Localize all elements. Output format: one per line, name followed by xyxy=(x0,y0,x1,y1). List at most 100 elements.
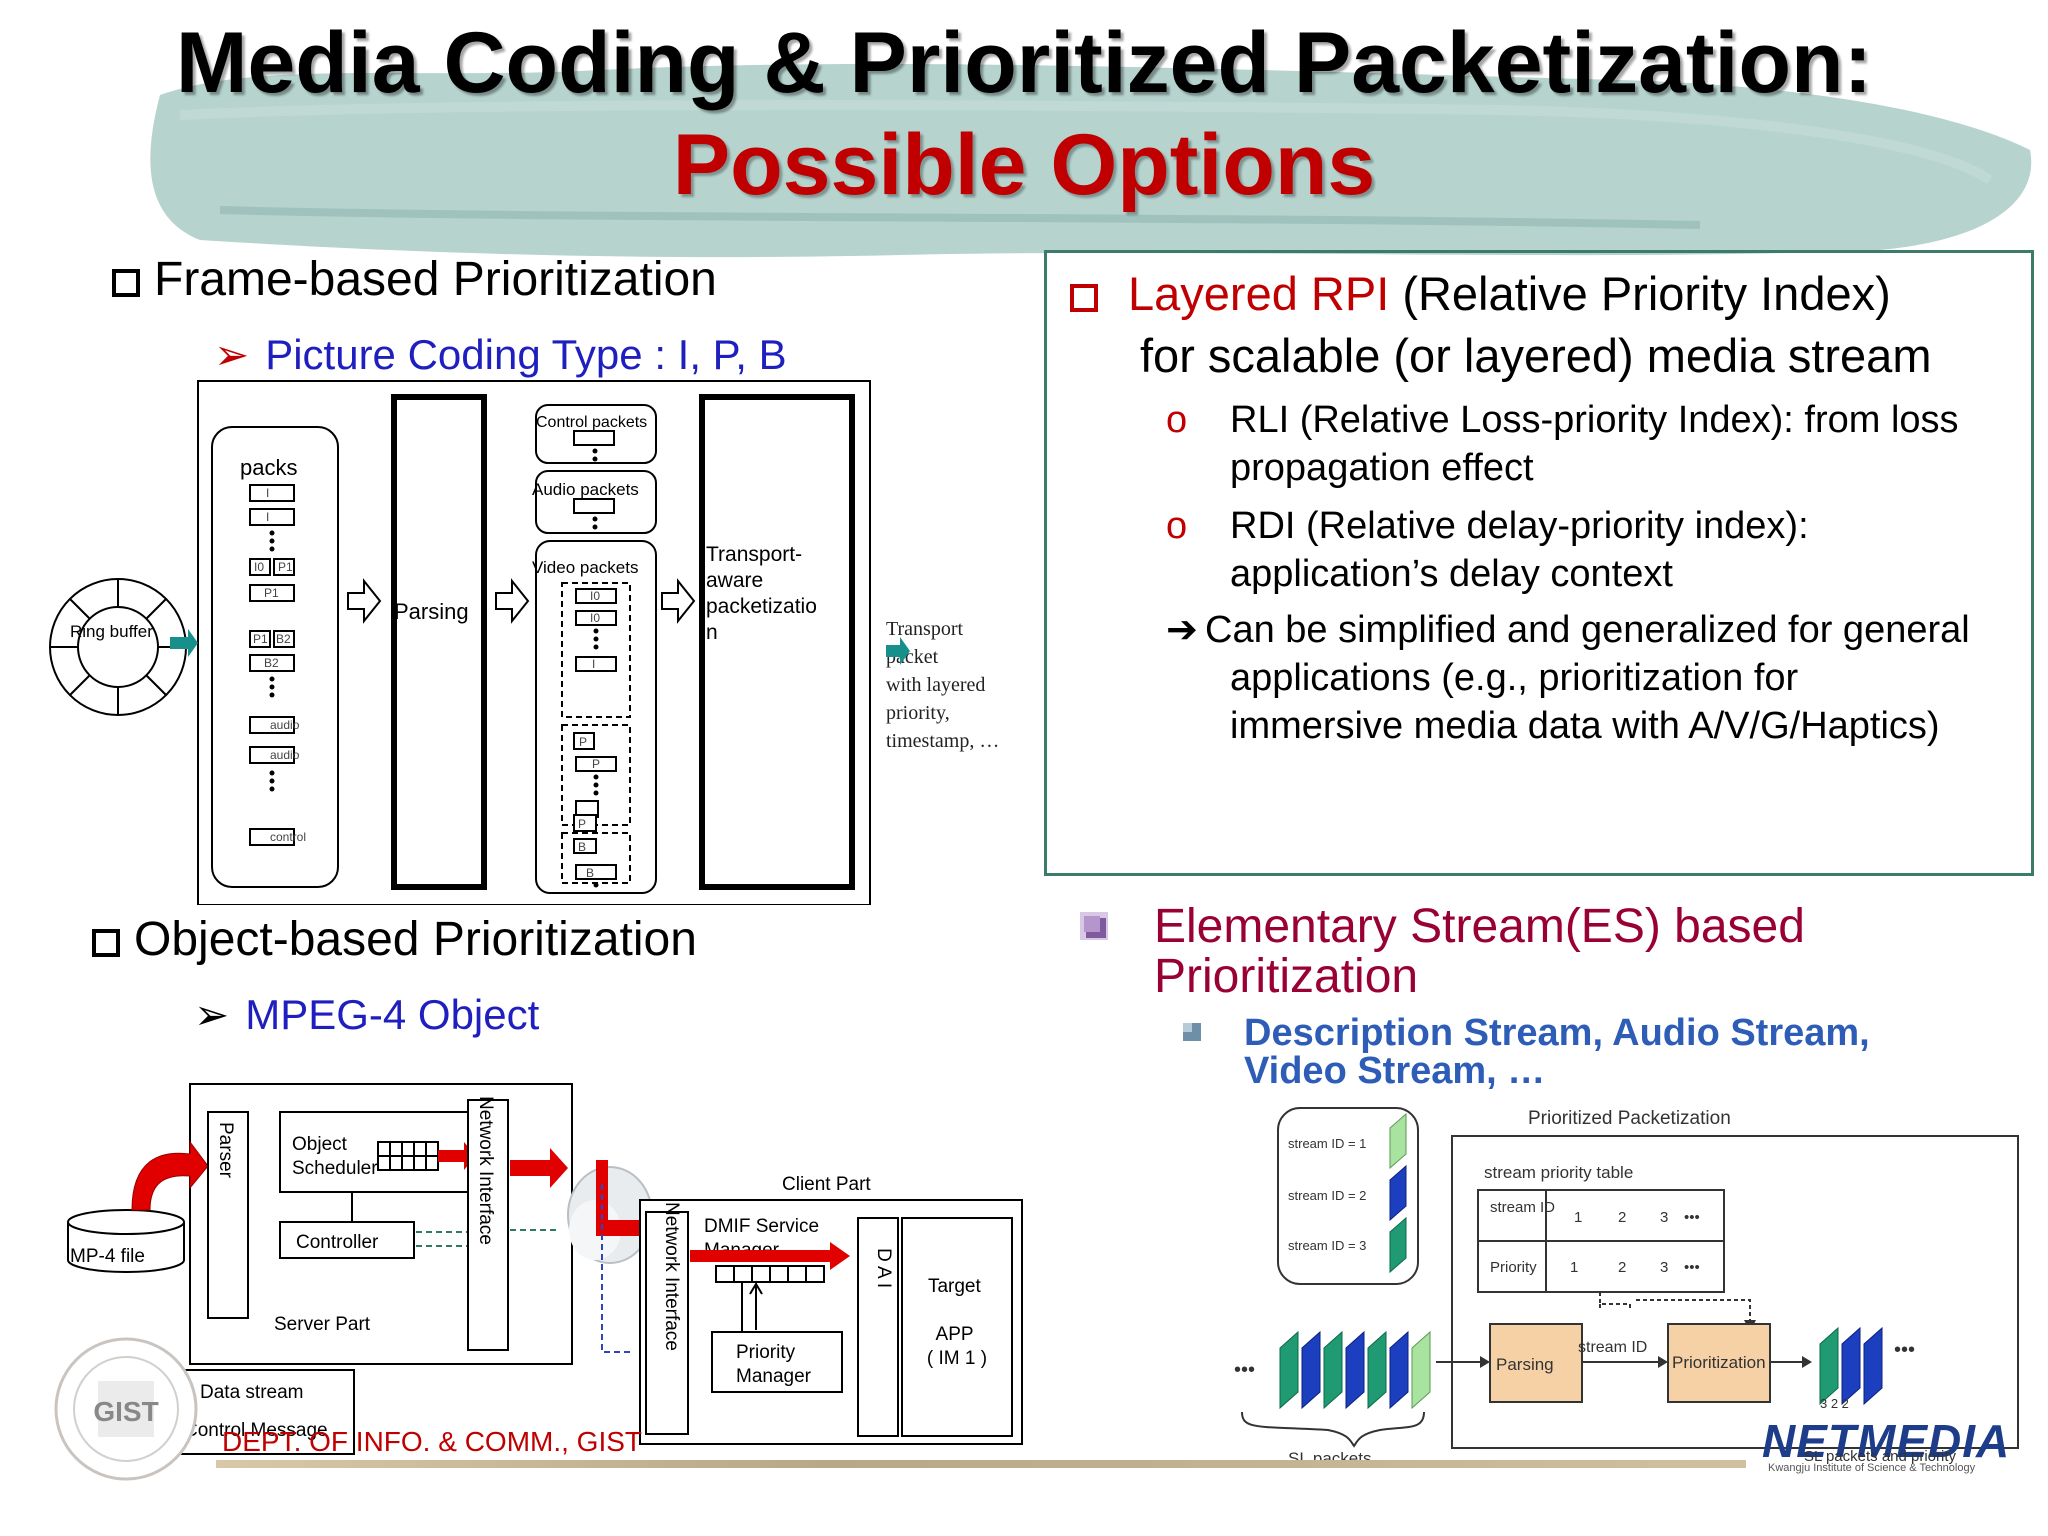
ring-buffer-icon xyxy=(49,578,187,716)
seal-letters: GIST xyxy=(93,1396,158,1427)
object-scheduler-label: Object Scheduler xyxy=(292,1134,378,1179)
svg-text:•••: ••• xyxy=(1684,1259,1700,1276)
svg-text:I: I xyxy=(266,510,269,524)
frame-based-heading: Frame-based Prioritization xyxy=(112,252,717,307)
es-heading-line2: Prioritization xyxy=(1154,950,1419,1003)
square-bullet-icon xyxy=(112,269,140,297)
hollow-arrow-icon xyxy=(495,578,530,624)
simplified-line3: immersive media data with A/V/G/Haptics) xyxy=(1230,705,1940,747)
es-heading-line1: Elementary Stream(ES) based xyxy=(1154,900,1805,953)
svg-text:3: 3 xyxy=(1660,1259,1668,1276)
rpi-heading-line2: for scalable (or layered) media stream xyxy=(1140,329,1932,382)
legend-control-message: Control Message xyxy=(184,1420,328,1441)
red-arrow-icon xyxy=(510,1148,568,1188)
object-diagram: MP-4 file Parser Object Scheduler Contro… xyxy=(67,1083,1023,1455)
svg-text:control: control xyxy=(270,830,306,844)
priority-manager-label: Priority Manager xyxy=(736,1342,812,1387)
es-prioritization-label: Prioritization xyxy=(1672,1353,1766,1372)
svg-text:Priority: Priority xyxy=(1490,1259,1537,1276)
o-bullet-rli: o xyxy=(1166,399,1188,441)
sl-packets-icon xyxy=(1279,1330,1431,1410)
rli-line1: RLI (Relative Loss-priority Index): from… xyxy=(1230,399,1959,441)
red-arrow-icon xyxy=(690,1242,850,1270)
svg-text:1: 1 xyxy=(1570,1259,1578,1276)
network-interface-server-label: Network Interface xyxy=(475,1096,496,1245)
page-title: Media Coding & Prioritized Packetization… xyxy=(175,15,1873,111)
picture-coding-text: Picture Coding Type : I, P, B xyxy=(265,331,787,378)
footer-department: DEPT. OF INFO. & COMM., GIST xyxy=(222,1426,643,1457)
hollow-arrow-icon xyxy=(661,578,696,624)
arrow-right-icon: ➔ xyxy=(1166,609,1198,651)
output-packets-icon xyxy=(1819,1326,1883,1406)
svg-text:I: I xyxy=(592,657,595,671)
svg-text:B: B xyxy=(586,866,594,880)
stream-id-label: stream ID xyxy=(1578,1339,1647,1356)
square-bullet-icon xyxy=(92,929,120,957)
teal-arrow-icon xyxy=(170,629,198,657)
rpi-heading: Layered RPI (Relative Priority Index) xyxy=(1070,264,1891,324)
network-interface-client-label: Network Interface xyxy=(661,1202,682,1351)
svg-text:audio: audio xyxy=(270,718,300,732)
rdi-line2: application’s delay context xyxy=(1230,553,1673,595)
svg-text:stream ID = 1 stream ID =: stream ID = 1 stream ID = 2 stream ID = … xyxy=(1288,1136,1370,1253)
netmedia-logo-sub: SL packets and priority xyxy=(1804,1448,1957,1465)
rpi-heading-red: Layered RPI xyxy=(1128,267,1390,320)
svg-text:I: I xyxy=(266,486,269,500)
picture-coding-type: ➢ Picture Coding Type : I, P, B xyxy=(214,330,787,379)
client-part-label: Client Part xyxy=(782,1174,871,1195)
mpeg4-object-text: MPEG-4 Object xyxy=(245,991,540,1038)
mpeg4-object: ➢ MPEG-4 Object xyxy=(194,990,539,1039)
svg-text:P1: P1 xyxy=(278,560,293,574)
svg-text:1: 1 xyxy=(1574,1209,1582,1226)
svg-text:3: 3 xyxy=(1660,1209,1668,1226)
o-bullet-rdi: o xyxy=(1166,505,1188,547)
svg-text:2: 2 xyxy=(1618,1259,1626,1276)
parsing-label: Parsing xyxy=(394,599,469,624)
target-app-label: Target APP ( IM 1 ) xyxy=(927,1276,987,1369)
arrow-bullet-icon: ➢ xyxy=(214,331,250,378)
svg-text:B: B xyxy=(578,840,586,854)
layered-rpi-box xyxy=(1044,250,2034,876)
svg-text:B2: B2 xyxy=(264,656,279,670)
arrow-bullet-icon: ➢ xyxy=(194,991,230,1038)
control-packets-label: Control packets xyxy=(536,414,647,431)
priority-digits: 3 2 2 xyxy=(1820,1396,1849,1411)
rdi-line1: RDI (Relative delay-priority index): xyxy=(1230,505,1809,547)
simplified-line2: applications (e.g., prioritization for xyxy=(1230,657,1799,699)
es-diagram: stream ID = 1 stream ID = 2 stream ID = … xyxy=(1234,1107,2019,1468)
prioritized-packetization-label: Prioritized Packetization xyxy=(1528,1108,1731,1129)
svg-text:P: P xyxy=(579,735,587,749)
rpi-heading-rest: (Relative Priority Index) xyxy=(1389,267,1891,320)
legend-data-stream: Data stream xyxy=(200,1382,303,1403)
svg-text:2: 2 xyxy=(1618,1209,1626,1226)
square-bullet-icon xyxy=(1070,284,1098,312)
transport-packet-description: Transport packet with layered priority, … xyxy=(886,618,999,752)
stream-block-icon xyxy=(1389,1216,1407,1274)
hollow-arrow-icon xyxy=(347,578,382,624)
footer-bar xyxy=(216,1460,1746,1468)
svg-text:I0: I0 xyxy=(590,611,600,625)
svg-text:audio: audio xyxy=(270,748,300,762)
title-brush-background xyxy=(150,64,2032,258)
svg-text:•••: ••• xyxy=(1684,1209,1700,1226)
audio-packets-label: Audio packets xyxy=(532,480,639,499)
svg-text:P1: P1 xyxy=(253,632,268,646)
svg-text:I0: I0 xyxy=(590,589,600,603)
es-bullet-icon xyxy=(1080,912,1108,940)
server-part-label: Server Part xyxy=(274,1314,371,1335)
ring-buffer-label: Ring buffer xyxy=(70,622,153,641)
dai-label: D A I xyxy=(873,1248,894,1288)
mp4-file-label: MP-4 file xyxy=(70,1246,145,1267)
es-parsing-label: Parsing xyxy=(1496,1355,1554,1374)
svg-text:•••: ••• xyxy=(1894,1339,1915,1361)
transport-aware-label: Transport- aware packetizatio n xyxy=(706,543,823,644)
svg-text:stream ID: stream ID xyxy=(1490,1199,1555,1216)
rli-line2: propagation effect xyxy=(1230,447,1534,489)
svg-text:I0: I0 xyxy=(254,560,264,574)
stream-block-icon xyxy=(1389,1112,1407,1170)
es-sub-line1: Description Stream, Audio Stream, xyxy=(1244,1012,1870,1054)
svg-text:•••: ••• xyxy=(1234,1359,1255,1381)
page-subtitle: Possible Options xyxy=(672,117,1376,213)
svg-text:P: P xyxy=(578,817,586,831)
simplified-line1: Can be simplified and generalized for ge… xyxy=(1205,609,1970,651)
